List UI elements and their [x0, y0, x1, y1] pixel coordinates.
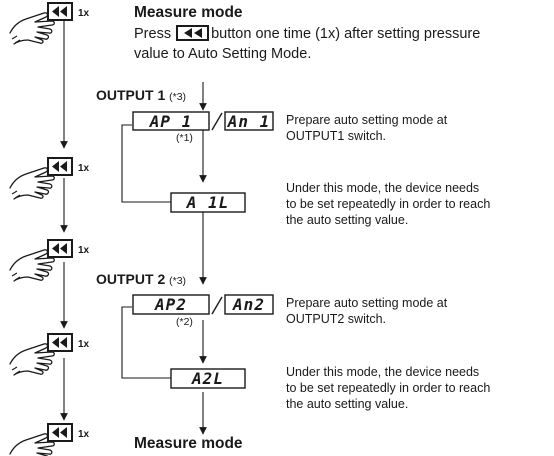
rewind-button-icon — [48, 240, 72, 257]
output2-display-ap: AP2 — [133, 295, 209, 314]
measure-mode-top-line2: value to Auto Setting Mode. — [134, 45, 311, 63]
output2-display-al: A2L — [171, 369, 245, 388]
output1-display-ap: AP 1 — [133, 112, 209, 130]
output2-display-an: An2 — [225, 295, 273, 314]
press-step-4 — [10, 334, 72, 375]
measure-mode-bottom-title: Measure mode — [134, 435, 243, 453]
rewind-button-icon — [48, 334, 72, 351]
press-step-3 — [10, 240, 72, 281]
output2-sub-note: (*2) — [176, 316, 193, 328]
rewind-button-icon — [48, 158, 72, 175]
press-count-label: 1x — [78, 163, 89, 174]
rewind-button-icon — [48, 3, 72, 20]
output2-label: OUTPUT 2 (*3) — [96, 271, 186, 287]
output2-note: (*3) — [169, 275, 186, 287]
output1-label: OUTPUT 1 (*3) — [96, 87, 186, 103]
output1-sub-note: (*1) — [176, 132, 193, 144]
press-prefix: Press — [134, 26, 171, 42]
measure-mode-top-line1: Press button one time (1x) after setting… — [134, 25, 480, 43]
press-count-label: 1x — [78, 245, 89, 256]
rewind-button-icon — [48, 424, 72, 441]
press-step-2 — [10, 158, 72, 199]
rewind-button-icon — [176, 25, 209, 41]
press-count-label: 1x — [78, 8, 89, 19]
output1-display-an: An 1 — [225, 112, 273, 130]
press-rest-text: button one time (1x) after setting press… — [211, 26, 480, 42]
output1-note: (*3) — [169, 91, 186, 103]
output1-display-al: A 1L — [171, 193, 245, 212]
measure-mode-top-title: Measure mode — [134, 4, 243, 22]
press-count-label: 1x — [78, 339, 89, 350]
press-step-5 — [10, 424, 72, 456]
press-count-label: 1x — [78, 429, 89, 440]
press-step-1 — [10, 3, 72, 44]
